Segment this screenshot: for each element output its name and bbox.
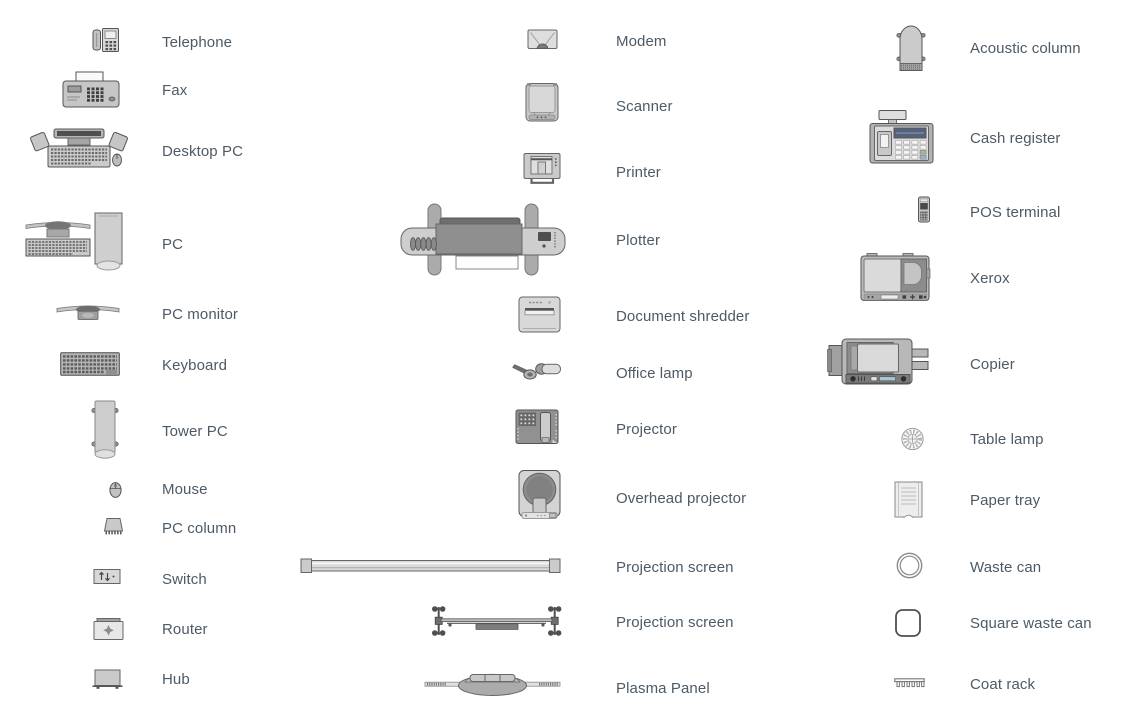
legend-item-label: Xerox [970, 270, 1010, 287]
keyboard-icon[interactable] [60, 352, 120, 376]
legend-item-label: Table lamp [970, 431, 1044, 448]
legend-item-label: PC column [162, 520, 237, 537]
legend-item-label: Router [162, 621, 208, 638]
legend-item-label: PC monitor [162, 306, 239, 323]
projection-screen-wall-icon[interactable] [300, 557, 561, 575]
legend-item-label: Cash register [970, 130, 1061, 147]
legend-item-label: Document shredder [616, 308, 750, 325]
projection-screen-mobile-icon[interactable] [431, 604, 562, 638]
legend-item-label: Plotter [616, 232, 661, 249]
legend-item-label: Paper tray [970, 492, 1041, 509]
legend-item-label: Scanner [616, 98, 673, 115]
hub-icon[interactable] [92, 668, 123, 689]
pc-monitor-icon[interactable] [56, 302, 120, 323]
scanner-icon[interactable] [524, 82, 560, 123]
legend-item-label: Copier [970, 356, 1015, 373]
legend-item-label: Overhead projector [616, 490, 747, 507]
router-icon[interactable] [93, 617, 124, 641]
legend-item-label: Fax [162, 82, 188, 99]
modem-icon[interactable] [527, 29, 558, 50]
legend-item-label: Switch [162, 571, 207, 588]
legend-item-label: Hub [162, 671, 190, 688]
pos-terminal-icon[interactable] [917, 196, 931, 223]
pc-icon[interactable] [25, 212, 131, 271]
legend-item-label: Projection screen [616, 614, 734, 631]
telephone-icon[interactable] [92, 26, 120, 54]
legend-item-label: Printer [616, 164, 661, 181]
square-waste-can-icon[interactable] [894, 608, 922, 638]
mouse-icon[interactable] [109, 481, 122, 498]
desktop-pc-icon[interactable] [27, 128, 131, 172]
legend-item-label: POS terminal [970, 204, 1061, 221]
overhead-projector-icon[interactable] [517, 469, 562, 521]
document-shredder-icon[interactable] [517, 295, 562, 335]
legend-item-label: Modem [616, 33, 667, 50]
plotter-icon[interactable] [400, 202, 566, 278]
legend-item-label: Office lamp [616, 365, 693, 382]
legend-item-label: Desktop PC [162, 143, 244, 160]
printer-icon[interactable] [522, 152, 562, 186]
switch-icon[interactable] [93, 567, 121, 586]
coat-rack-icon[interactable] [894, 678, 925, 688]
tower-pc-icon[interactable] [90, 400, 120, 459]
legend-item-label: Telephone [162, 34, 233, 51]
legend-item-label: Plasma Panel [616, 680, 710, 697]
waste-can-icon[interactable] [896, 552, 923, 579]
legend-item-label: PC [162, 236, 184, 253]
acoustic-column-icon[interactable] [896, 24, 926, 72]
plasma-panel-icon[interactable] [424, 669, 561, 700]
xerox-icon[interactable] [859, 252, 931, 305]
fax-icon[interactable] [62, 71, 120, 109]
projector-icon[interactable] [514, 408, 560, 446]
legend-item-label: Tower PC [162, 423, 228, 440]
paper-tray-icon[interactable] [894, 481, 923, 518]
legend-item-label: Waste can [970, 559, 1042, 576]
legend-item-label: Square waste can [970, 615, 1092, 632]
legend-item-label: Mouse [162, 481, 208, 498]
table-lamp-icon[interactable] [901, 427, 924, 451]
copier-icon[interactable] [827, 336, 929, 388]
pc-column-icon[interactable] [103, 517, 124, 536]
legend-item-label: Projector [616, 421, 677, 438]
office-lamp-icon[interactable] [512, 361, 562, 383]
legend-item-label: Keyboard [162, 357, 228, 374]
legend-item-label: Coat rack [970, 676, 1036, 693]
cash-register-icon[interactable] [867, 109, 936, 167]
legend-item-label: Acoustic column [970, 40, 1081, 57]
legend-item-label: Projection screen [616, 559, 734, 576]
